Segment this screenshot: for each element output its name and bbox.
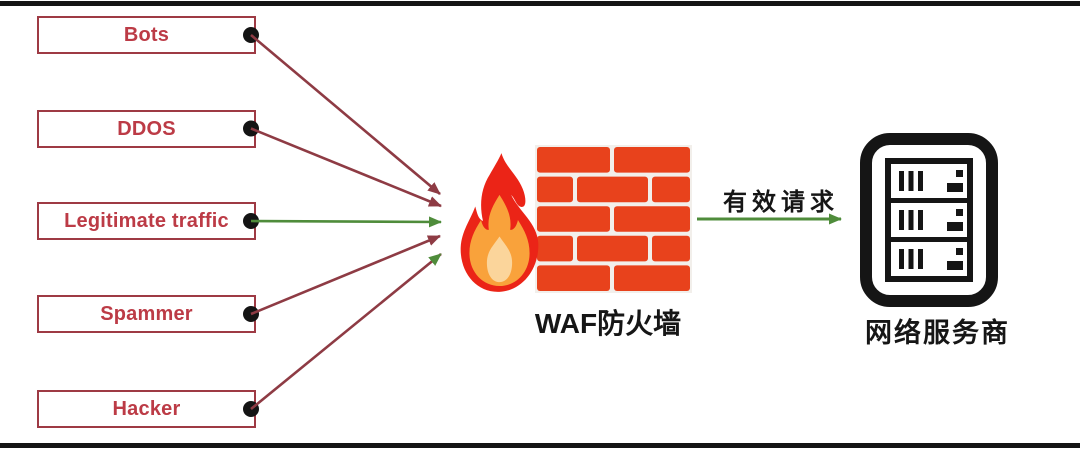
server-unit-1 bbox=[891, 164, 967, 198]
brick-wall-icon bbox=[535, 145, 692, 293]
source-box-spammer: Spammer bbox=[37, 295, 256, 333]
server-unit-2 bbox=[891, 203, 967, 237]
arrow-hacker-to-waf bbox=[250, 252, 442, 411]
source-box-hacker: Hacker bbox=[37, 390, 256, 428]
arrow-legitimate-traffic-to-waf bbox=[250, 216, 442, 228]
server-unit-3 bbox=[891, 242, 967, 276]
connector-dot-ddos bbox=[243, 120, 259, 137]
source-label-spammer: Spammer bbox=[100, 302, 193, 325]
wall-bricks bbox=[537, 147, 690, 291]
top-border-rule bbox=[0, 1, 1080, 6]
source-box-legitimate-traffic: Legitimate traffic bbox=[37, 202, 256, 240]
valid-request-label: 有效请求 bbox=[723, 190, 839, 216]
arrow-spammer-to-waf bbox=[250, 234, 441, 316]
arrow-ddos-to-waf bbox=[250, 127, 442, 208]
server-units bbox=[891, 164, 967, 276]
source-label-hacker: Hacker bbox=[112, 397, 181, 420]
source-label-legitimate-traffic: Legitimate traffic bbox=[64, 209, 229, 232]
flame-icon bbox=[460, 153, 539, 292]
source-box-bots: Bots bbox=[37, 16, 256, 54]
source-label-ddos: DDOS bbox=[117, 117, 176, 140]
server-label: 网络服务商 bbox=[865, 318, 1010, 348]
bottom-border-rule bbox=[0, 443, 1080, 448]
flame-core bbox=[486, 236, 513, 283]
firewall-label: WAF防火墙 bbox=[534, 308, 682, 339]
server-icon bbox=[860, 133, 998, 307]
arrow-bots-to-waf bbox=[250, 34, 441, 195]
source-label-bots: Bots bbox=[123, 23, 170, 46]
